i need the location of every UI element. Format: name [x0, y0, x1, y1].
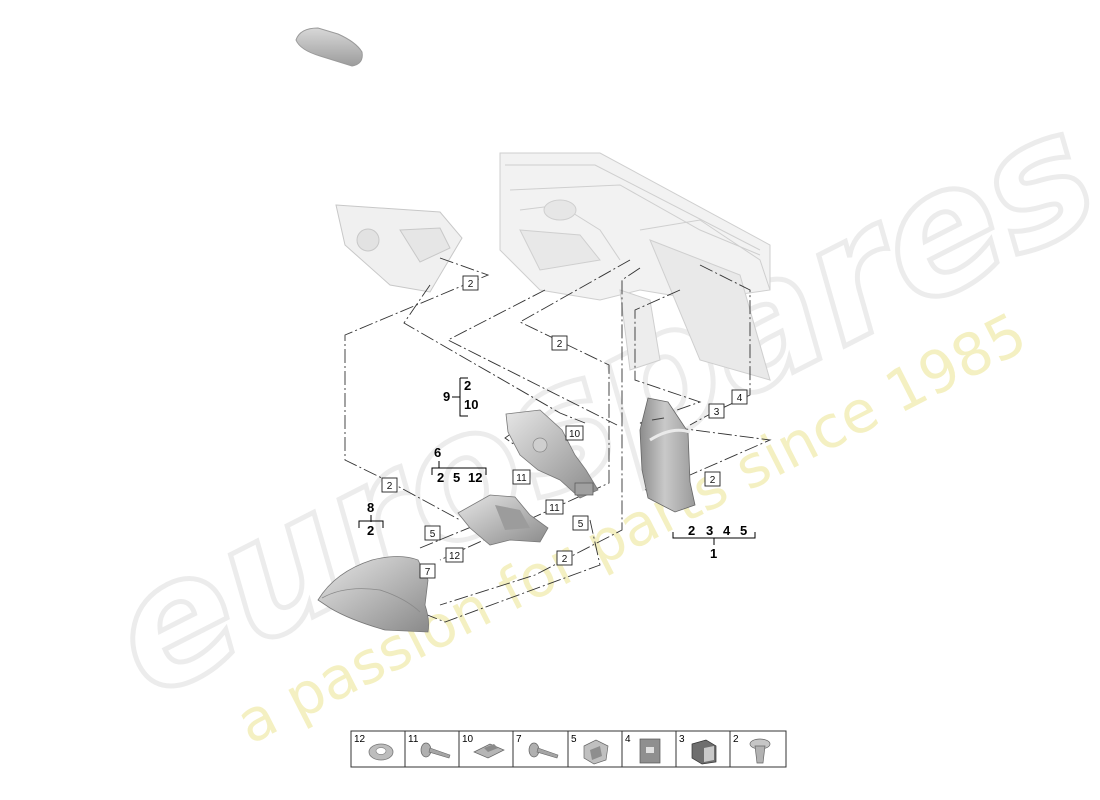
svg-text:6: 6: [434, 445, 441, 460]
svg-text:2: 2: [733, 734, 739, 745]
legend-cell: 2: [733, 734, 771, 764]
callout-box: 2: [381, 477, 398, 493]
callout-box: 2: [551, 335, 568, 351]
car-thumbnail-icon: [295, 27, 363, 67]
spring-clip-icon: [583, 739, 609, 765]
bracket-part-6: [457, 494, 549, 546]
svg-text:5: 5: [740, 523, 747, 538]
svg-text:12: 12: [449, 551, 461, 562]
screw-icon: [528, 742, 559, 759]
svg-text:5: 5: [430, 529, 436, 540]
svg-text:2: 2: [387, 481, 393, 492]
callout-box: 12: [445, 547, 464, 563]
callout-box: 2: [556, 550, 573, 566]
legend-cell: 5: [571, 734, 609, 765]
screw-icon: [420, 742, 451, 759]
callout-box: 11: [512, 469, 531, 485]
svg-text:2: 2: [464, 378, 471, 393]
svg-text:2: 2: [710, 475, 716, 486]
callout-box: 5: [572, 515, 589, 531]
svg-text:4: 4: [737, 393, 743, 404]
body-structure-background: [499, 152, 771, 381]
svg-text:7: 7: [516, 734, 522, 745]
callout-box: 2: [462, 275, 479, 291]
svg-text:12: 12: [354, 734, 366, 745]
svg-text:2: 2: [367, 523, 374, 538]
callouts: 2 2 2 2 2 3 4 5 5 7 10 11 11 12: [381, 275, 748, 579]
svg-text:11: 11: [516, 473, 527, 484]
legend-cell: 3: [679, 734, 717, 765]
legend-cell: 4: [625, 734, 661, 764]
grommet-icon: [368, 743, 394, 761]
svg-text:5: 5: [571, 734, 577, 745]
svg-text:10: 10: [464, 397, 478, 412]
svg-text:12: 12: [468, 470, 482, 485]
svg-text:3: 3: [706, 523, 713, 538]
svg-text:10: 10: [462, 734, 474, 745]
svg-text:11: 11: [408, 734, 419, 745]
callout-box: 4: [731, 389, 748, 405]
svg-text:5: 5: [453, 470, 460, 485]
svg-text:4: 4: [723, 523, 731, 538]
svg-text:2: 2: [557, 339, 563, 350]
left-bracket-background: [335, 204, 463, 293]
bracket-part-9: [505, 409, 599, 499]
legend-cell: 11: [408, 734, 451, 759]
svg-text:3: 3: [679, 734, 685, 745]
svg-text:9: 9: [443, 389, 450, 404]
callout-box: 7: [419, 563, 436, 579]
svg-text:8: 8: [367, 500, 374, 515]
svg-text:3: 3: [714, 407, 720, 418]
svg-text:1: 1: [710, 546, 717, 561]
legend-cell: 10: [462, 734, 505, 759]
legend-cell: 7: [516, 734, 559, 759]
svg-text:2: 2: [562, 554, 568, 565]
svg-text:4: 4: [625, 734, 631, 745]
svg-text:5: 5: [578, 519, 584, 530]
svg-text:2: 2: [437, 470, 444, 485]
svg-text:10: 10: [569, 429, 581, 440]
box-clip-icon: [691, 739, 717, 765]
svg-text:2: 2: [688, 523, 695, 538]
svg-text:2: 2: [468, 279, 474, 290]
legend-cell: 12: [354, 734, 394, 761]
group-8: 8 2: [358, 500, 384, 538]
svg-text:7: 7: [425, 567, 431, 578]
push-rivet-icon: [749, 738, 771, 764]
pillar-trim-part-1: [639, 397, 696, 513]
group-1: 2 3 4 5 1: [672, 523, 756, 561]
callout-box: 5: [424, 525, 441, 541]
square-pad-icon: [639, 738, 661, 764]
group-6: 6 2 5 12: [431, 445, 487, 485]
bracket-clip-icon: [473, 743, 505, 759]
wheel-arch-trim-part-8: [317, 556, 429, 633]
callout-box: 11: [545, 499, 564, 515]
callout-box: 2: [704, 471, 721, 487]
group-9: 9 2 10: [443, 377, 478, 417]
svg-text:11: 11: [549, 503, 560, 514]
callout-box: 3: [708, 403, 725, 419]
callout-box: 10: [565, 425, 584, 441]
fastener-legend: 12 11 10 7: [350, 730, 787, 768]
